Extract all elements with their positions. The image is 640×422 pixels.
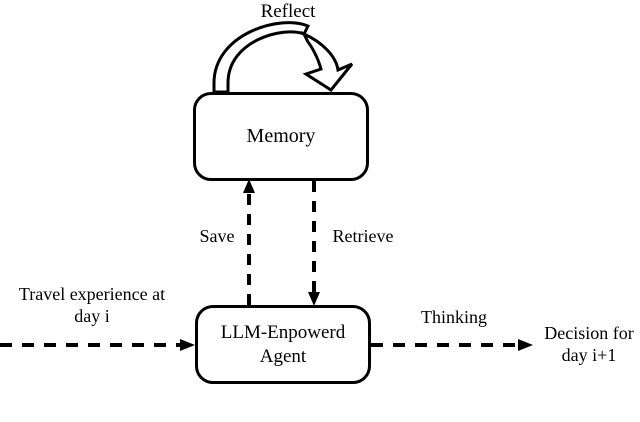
node-agent: LLM-Enpowerd Agent [195, 305, 371, 384]
edge-label-decision: Decision for day i+1 [538, 323, 640, 367]
node-agent-label: LLM-Enpowerd Agent [217, 321, 350, 369]
edge-label-save: Save [199, 226, 235, 246]
node-memory: Memory [193, 92, 369, 181]
edge-label-retrieve: Retrieve [332, 226, 394, 246]
node-agent-label-line1: LLM-Enpowerd [220, 321, 346, 343]
edge-label-decision-line1: Decision for [544, 323, 634, 343]
edge-label-input: Travel experience at day i [2, 284, 182, 328]
edge-label-input-line2: day i [74, 305, 110, 326]
edge-label-decision-line2: day i+1 [561, 344, 617, 365]
reflect-arrow [212, 21, 354, 94]
input-arrow [0, 339, 195, 351]
edge-label-input-line1: Travel experience at [18, 284, 166, 304]
save-arrow [243, 179, 255, 305]
retrieve-arrow [308, 181, 320, 306]
edge-label-thinking: Thinking [421, 307, 487, 327]
thinking-arrow [371, 339, 533, 351]
node-agent-label-line2: Agent [259, 345, 307, 367]
edge-label-reflect: Reflect [260, 1, 316, 22]
node-memory-label: Memory [246, 125, 316, 147]
